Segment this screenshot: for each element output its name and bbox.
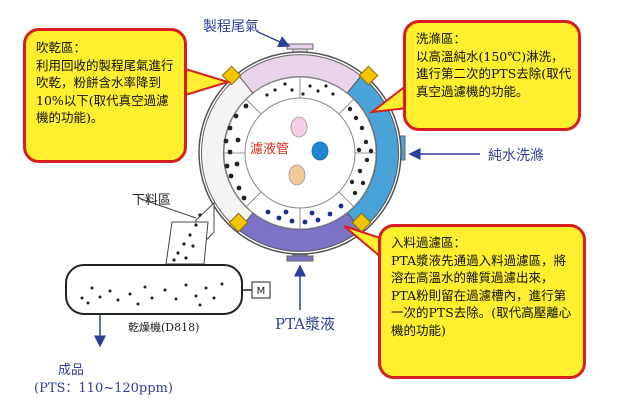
product-spec-label: (PTS：110~120ppm) <box>34 381 173 396</box>
product-label: 成品 <box>58 363 85 378</box>
discharge-chute <box>140 198 215 265</box>
filter-drum <box>198 51 402 255</box>
filtrate-pipes <box>288 116 329 186</box>
motor-box <box>251 281 271 299</box>
feed-filter-zone-callout: 入料過濾區： PTA漿液先通過入料過濾區，將溶在高溫水的雜質過濾出來，PTA粉則… <box>378 224 586 379</box>
pure-water-wash-label: 純水洗滌 <box>488 148 544 164</box>
motor-label: M <box>257 286 266 297</box>
washing-zone-callout: 洗滌區： 以高溫純水(150℃)淋洗，進行第二次的PTS去除(取代真空過濾機的功… <box>403 20 581 131</box>
process-exhaust-label: 製程尾氣 <box>203 19 259 35</box>
filtrate-pipe-label: 濾液管 <box>250 142 290 157</box>
discharge-zone-label: 下料區 <box>132 193 172 208</box>
dryer-vessel: M <box>65 264 271 348</box>
zone-divider-blocks <box>221 65 379 233</box>
drying-zone-callout: 吹乾區： 利用回收的製程尾氣進行吹乾，粉餅含水率降到10%以下(取代真空過濾機的… <box>23 28 187 163</box>
filter-cake-particles <box>223 82 374 225</box>
dryer-label: 乾燥機(D818) <box>128 321 200 334</box>
pta-slurry-label: PTA漿液 <box>275 315 336 333</box>
